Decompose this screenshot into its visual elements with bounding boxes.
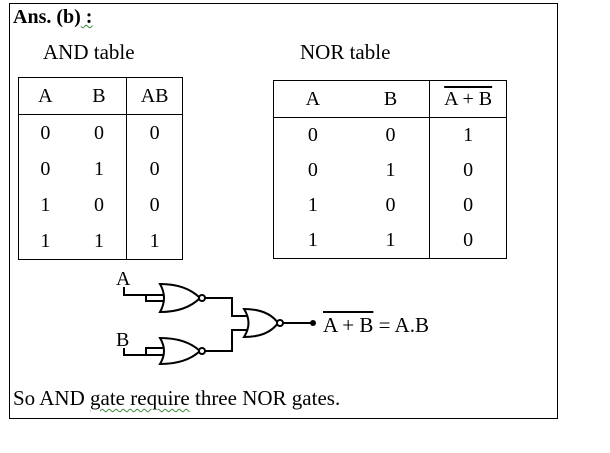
and-cell: 0 (149, 121, 160, 144)
nor-row: 1 1 0 (274, 223, 507, 259)
nor-row: 1 0 0 (274, 188, 507, 223)
and-cell: 1 (71, 223, 128, 260)
and-cell: 1 (149, 229, 160, 252)
input-b-label: B (116, 329, 129, 351)
and-truth-table: A B AB 0 0 0 0 1 0 1 0 0 1 1 1 (18, 77, 183, 260)
and-cell: 0 (71, 114, 128, 151)
nor-header-a-plus-b: A + B (429, 80, 507, 118)
nor-cell: 1 (351, 223, 431, 259)
nor-header-a: A (273, 80, 352, 118)
and-row: 1 0 0 (19, 187, 183, 223)
and-table-title: AND table (43, 40, 135, 64)
nor-table-title: NOR table (300, 40, 391, 64)
and-cell: 0 (149, 157, 160, 180)
and-header-ab: AB (126, 77, 183, 115)
and-row: 0 0 0 (19, 114, 183, 151)
nor-cell: 0 (463, 159, 474, 181)
equation-rhs: = A.B (373, 313, 429, 337)
output-equation: A + B = A.B (323, 313, 429, 338)
and-row: 1 1 1 (19, 223, 183, 260)
nor-gate-3-icon (242, 307, 280, 339)
and-cell: 0 (149, 193, 160, 216)
circuit-wires (123, 287, 312, 356)
and-header-a: A (18, 77, 72, 115)
answer-frame (9, 3, 558, 419)
and-header-row: A B AB (18, 77, 183, 115)
nor-gate-2-icon (158, 336, 202, 366)
nor-truth-table: A B A + B 0 0 1 0 1 0 1 0 0 1 1 0 (273, 80, 507, 259)
equation-lhs: A + B (323, 313, 374, 337)
nor-row: 0 0 1 (274, 117, 507, 153)
nor-cell: 0 (351, 188, 431, 223)
nor-cell: 1 (307, 229, 318, 251)
and-cell: 1 (71, 151, 128, 187)
and-cell: 0 (40, 157, 51, 180)
and-cell: 1 (40, 193, 51, 216)
output-node-icon (310, 320, 316, 326)
conclusion-text: So AND gate require three NOR gates. (13, 386, 341, 410)
nor-cell: 0 (307, 159, 318, 181)
nor-cell: 0 (351, 117, 431, 153)
and-row: 0 1 0 (19, 151, 183, 187)
nor-header-row: A B A + B (273, 80, 507, 118)
nor-cell: 1 (351, 153, 431, 188)
and-cell: 1 (40, 229, 51, 252)
nor-row: 0 1 0 (274, 153, 507, 188)
and-cell: 0 (40, 121, 51, 144)
nor-cell: 1 (463, 124, 474, 146)
nor-cell: 0 (463, 194, 474, 216)
nor-header-b: B (351, 80, 431, 118)
and-cell: 0 (71, 187, 128, 223)
nor-cell: 0 (463, 229, 474, 251)
input-a-label: A (116, 268, 131, 290)
nor-cell: 1 (307, 194, 318, 216)
nor-gate-1-icon (158, 282, 202, 314)
nor-cell: 0 (307, 124, 318, 146)
answer-heading: Ans. (b) : (13, 6, 93, 28)
nor-gate-circuit-diagram: A B (116, 268, 316, 366)
and-header-b: B (71, 77, 128, 115)
